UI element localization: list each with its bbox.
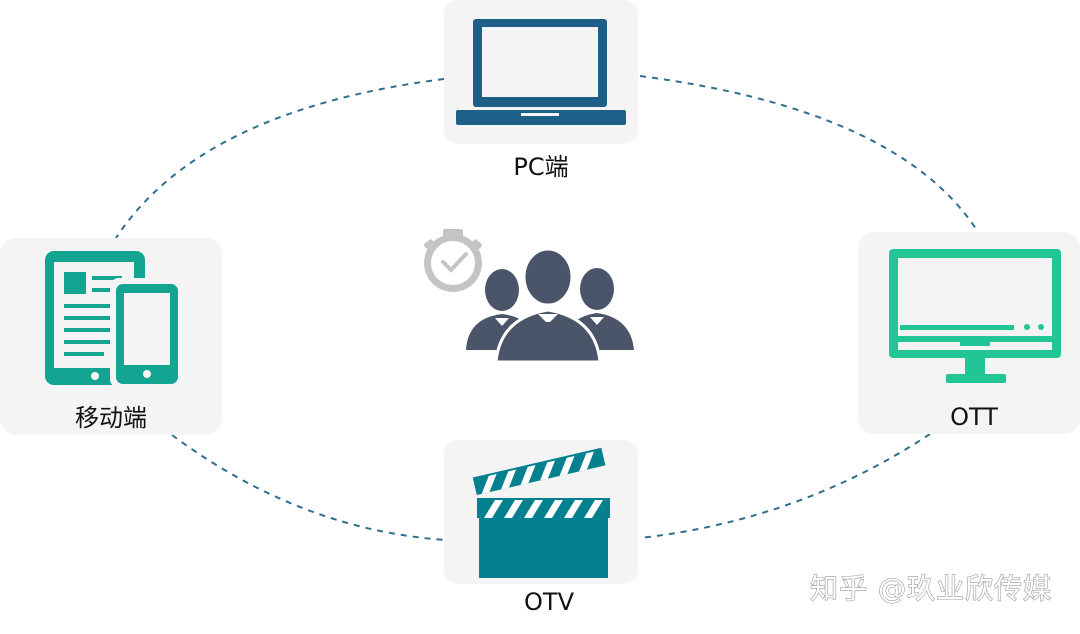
clapperboard-icon bbox=[472, 447, 610, 578]
tv-monitor-icon bbox=[889, 249, 1061, 383]
connection-ring bbox=[115, 75, 979, 541]
node-ott: OTT bbox=[858, 232, 1080, 434]
node-ott-label: OTT bbox=[950, 403, 998, 431]
node-otv: OTV bbox=[444, 440, 638, 616]
node-mobile-label: 移动端 bbox=[75, 404, 147, 432]
watermark: 知乎 @玖业欣传媒 bbox=[810, 572, 1052, 605]
node-mobile: 移动端 bbox=[0, 238, 222, 435]
ring-arc-mobile-otv bbox=[171, 434, 447, 541]
stopwatch-icon bbox=[424, 229, 482, 292]
audience-shirts bbox=[495, 314, 604, 356]
ring-arc-pc-mobile bbox=[115, 78, 445, 239]
node-pc-label: PC端 bbox=[513, 153, 568, 181]
ring-arc-pc-ott bbox=[639, 75, 979, 233]
node-pc: PC端 bbox=[444, 0, 638, 181]
center-audience bbox=[424, 229, 634, 364]
tablet-phone-icon bbox=[45, 251, 182, 388]
node-otv-label: OTV bbox=[524, 588, 575, 616]
ring-arc-ott-otv bbox=[639, 433, 931, 539]
laptop-icon bbox=[456, 19, 626, 125]
